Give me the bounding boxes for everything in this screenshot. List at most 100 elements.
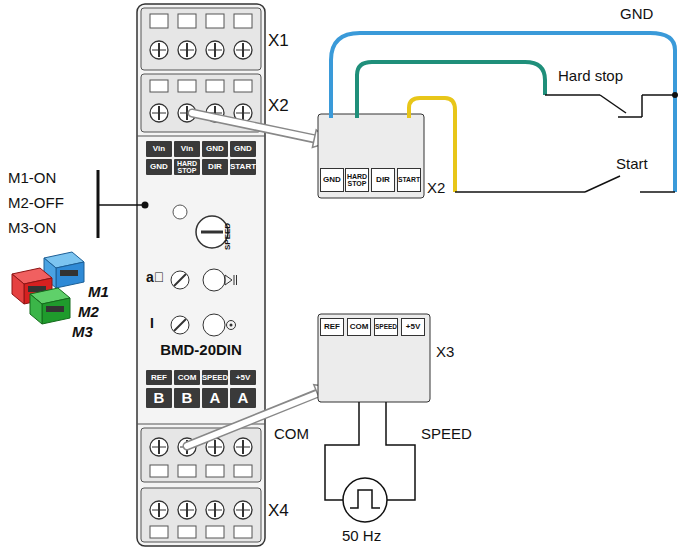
signal-label: SPEED bbox=[421, 426, 472, 443]
trimmer bbox=[171, 316, 189, 334]
trimmer-slot bbox=[174, 319, 186, 331]
wire-entry bbox=[178, 80, 196, 92]
hard-stop-switch bbox=[545, 95, 675, 117]
terminal-label: B bbox=[146, 388, 172, 408]
terminal-name: X1 bbox=[268, 32, 289, 51]
trimmer-label: I bbox=[150, 316, 154, 331]
terminal-label-zoom: SPEED bbox=[374, 318, 398, 336]
screw-slot bbox=[236, 113, 250, 114]
terminal-name: X2 bbox=[268, 97, 289, 116]
screw-slot bbox=[152, 510, 166, 511]
screw-terminals bbox=[150, 14, 423, 538]
terminal-label-zoom: COM bbox=[347, 318, 371, 336]
terminal-name: X2 bbox=[427, 180, 445, 197]
knob-label: SPEED bbox=[224, 223, 233, 250]
wire-entry bbox=[178, 465, 196, 477]
trimmer-slot bbox=[174, 274, 186, 286]
jumper-setting: M3-ON bbox=[8, 220, 56, 237]
terminal-label: START bbox=[230, 159, 256, 175]
terminal-label-zoom: REF bbox=[320, 318, 344, 336]
hard-stop-wire bbox=[357, 62, 545, 118]
screw bbox=[206, 501, 224, 519]
led bbox=[173, 205, 187, 219]
model-name: BMD-20DIN bbox=[141, 342, 261, 359]
screw bbox=[234, 438, 252, 456]
wire-entry bbox=[234, 80, 252, 92]
play-icon bbox=[225, 275, 232, 285]
module-housing bbox=[137, 4, 265, 546]
screw-slot bbox=[236, 510, 250, 511]
screw bbox=[150, 501, 168, 519]
screw-slot bbox=[180, 510, 194, 511]
terminal-label: B bbox=[174, 388, 200, 408]
terminal-label: COM bbox=[174, 370, 200, 385]
screw bbox=[206, 41, 224, 59]
jumper-setting: M1-ON bbox=[8, 170, 56, 187]
terminal-label: GND bbox=[146, 159, 172, 175]
knob-slot bbox=[201, 231, 223, 234]
terminal-label: HARD STOP bbox=[174, 159, 200, 175]
wire-entry bbox=[150, 80, 168, 92]
screw bbox=[150, 104, 168, 122]
screw-slot bbox=[208, 447, 222, 448]
signal-label: COM bbox=[274, 426, 309, 443]
signal-generator bbox=[343, 478, 387, 522]
terminal-name: X3 bbox=[436, 344, 454, 361]
screw-slot bbox=[152, 447, 166, 448]
wire-entry bbox=[234, 14, 252, 28]
jumpers bbox=[12, 252, 84, 324]
leader-line bbox=[98, 204, 145, 206]
jumper-name: M1 bbox=[88, 284, 109, 301]
face-edge bbox=[137, 136, 265, 137]
terminal-label-zoom: START bbox=[397, 168, 421, 192]
terminal-label: REF bbox=[146, 370, 172, 385]
wire-entry bbox=[206, 465, 224, 477]
reset-icon bbox=[227, 321, 236, 330]
terminal-label-zoom: GND bbox=[320, 168, 344, 192]
wire-entry bbox=[234, 526, 252, 538]
wire-entry bbox=[150, 14, 168, 28]
wire-entry bbox=[150, 526, 168, 538]
terminal-label: DIR bbox=[202, 159, 228, 175]
jumper-name: M3 bbox=[72, 324, 93, 341]
terminal-label: A bbox=[202, 388, 228, 408]
wire-label: GND bbox=[620, 6, 653, 23]
wire-entry bbox=[206, 14, 224, 28]
terminal-label: SPEED bbox=[202, 370, 228, 385]
junction-dot bbox=[672, 92, 678, 98]
screw bbox=[150, 438, 168, 456]
screw-slot bbox=[180, 50, 194, 51]
terminal-label: Vin bbox=[146, 141, 172, 157]
wire-entry bbox=[150, 465, 168, 477]
terminal-name: X4 bbox=[268, 502, 289, 521]
gnd-wire bbox=[331, 33, 675, 192]
screw bbox=[234, 41, 252, 59]
terminal-label: GND bbox=[202, 141, 228, 157]
wire-entry bbox=[178, 14, 196, 28]
trimmer-label: a⃗ bbox=[146, 270, 164, 285]
pause-icon bbox=[234, 275, 235, 285]
trimmer bbox=[171, 271, 189, 289]
terminal-label: A bbox=[230, 388, 256, 408]
wire-entry bbox=[234, 465, 252, 477]
screw-slot bbox=[236, 447, 250, 448]
terminal-label-zoom: +5V bbox=[401, 318, 425, 336]
screw bbox=[234, 501, 252, 519]
terminal-block bbox=[141, 488, 261, 542]
terminal-label: Vin bbox=[174, 141, 200, 157]
screw-slot bbox=[152, 50, 166, 51]
jumper-setting: M2-OFF bbox=[8, 195, 64, 212]
terminal-block-zoom bbox=[318, 114, 424, 198]
terminal-label: GND bbox=[230, 141, 256, 157]
button bbox=[203, 314, 225, 336]
screw-slot bbox=[208, 510, 222, 511]
wire-entry bbox=[178, 526, 196, 538]
switch-label: Hard stop bbox=[558, 68, 623, 85]
switch-label: Start bbox=[616, 156, 648, 173]
terminal-block bbox=[141, 8, 261, 70]
leader-dot bbox=[142, 202, 149, 209]
zoom-arrow bbox=[187, 385, 332, 446]
jumper-name: M2 bbox=[78, 304, 99, 321]
start-switch bbox=[455, 176, 675, 192]
